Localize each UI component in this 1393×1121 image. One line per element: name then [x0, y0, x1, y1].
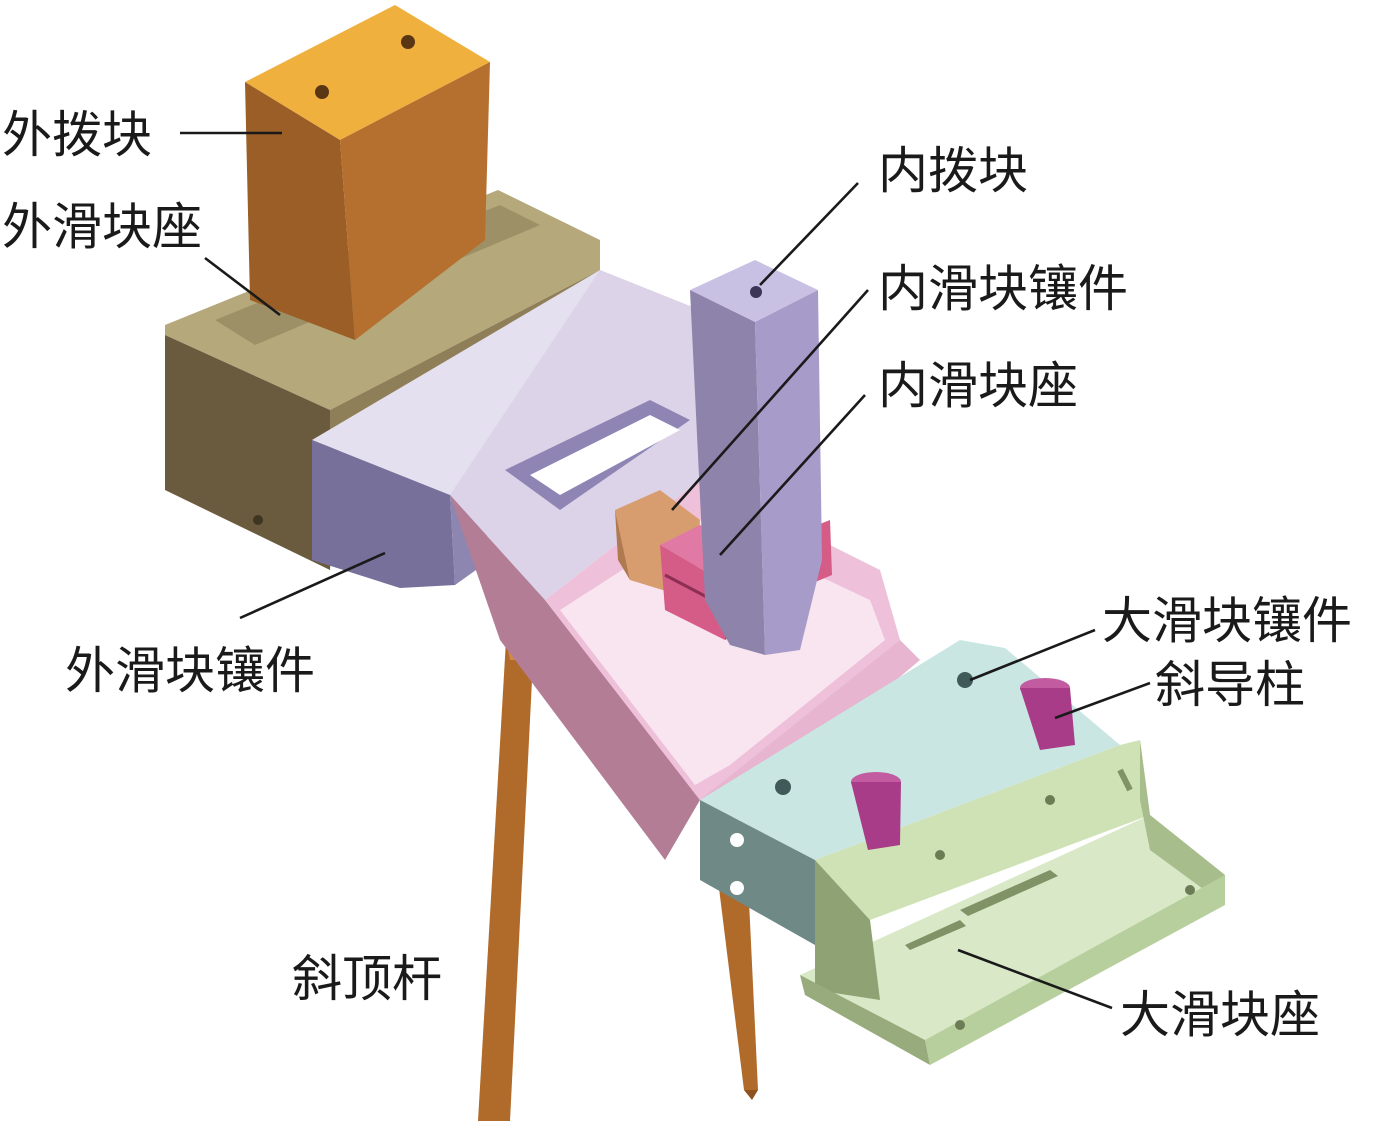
leader-big-slider-seat [957, 948, 1113, 1010]
label-angle-pin: 斜导柱 [1155, 656, 1305, 714]
label-outer-pick-block: 外拨块 [2, 106, 152, 164]
leader-outer-slider-insert [239, 551, 386, 620]
label-inner-pick-block: 内拨块 [878, 142, 1028, 200]
lifter-rod-right [718, 880, 758, 1100]
big-slider-seat [800, 740, 1225, 1065]
leader-lines [180, 131, 1151, 1010]
label-outer-slider-insert: 外滑块镶件 [65, 642, 315, 700]
big-slider-insert [700, 640, 1120, 945]
lifter-rod-left [478, 640, 534, 1121]
labels: 外拨块 外滑块座 外滑块镶件 内拨块 内滑块镶件 内滑块座 大滑块镶件 斜导柱 … [2, 106, 1352, 1044]
leader-outer-slider-seat [204, 256, 281, 317]
leader-angle-pin [1054, 681, 1151, 720]
label-inner-slider-insert: 内滑块镶件 [878, 260, 1128, 318]
angle-pin-right [1020, 678, 1075, 750]
leader-inner-pick-block [759, 182, 859, 286]
leader-big-slider-insert [969, 628, 1096, 682]
label-inner-slider-seat: 内滑块座 [878, 357, 1078, 415]
label-big-slider-insert: 大滑块镶件 [1102, 592, 1352, 650]
leader-inner-slider-insert [671, 289, 869, 511]
outer-pick-block [245, 5, 490, 340]
label-lifter-rod: 斜顶杆 [292, 950, 442, 1008]
angle-pin-left [851, 772, 901, 850]
leader-inner-slider-seat [719, 394, 866, 556]
label-big-slider-seat: 大滑块座 [1120, 986, 1320, 1044]
label-outer-slider-seat: 外滑块座 [2, 198, 202, 256]
inner-pick-block [690, 260, 822, 655]
